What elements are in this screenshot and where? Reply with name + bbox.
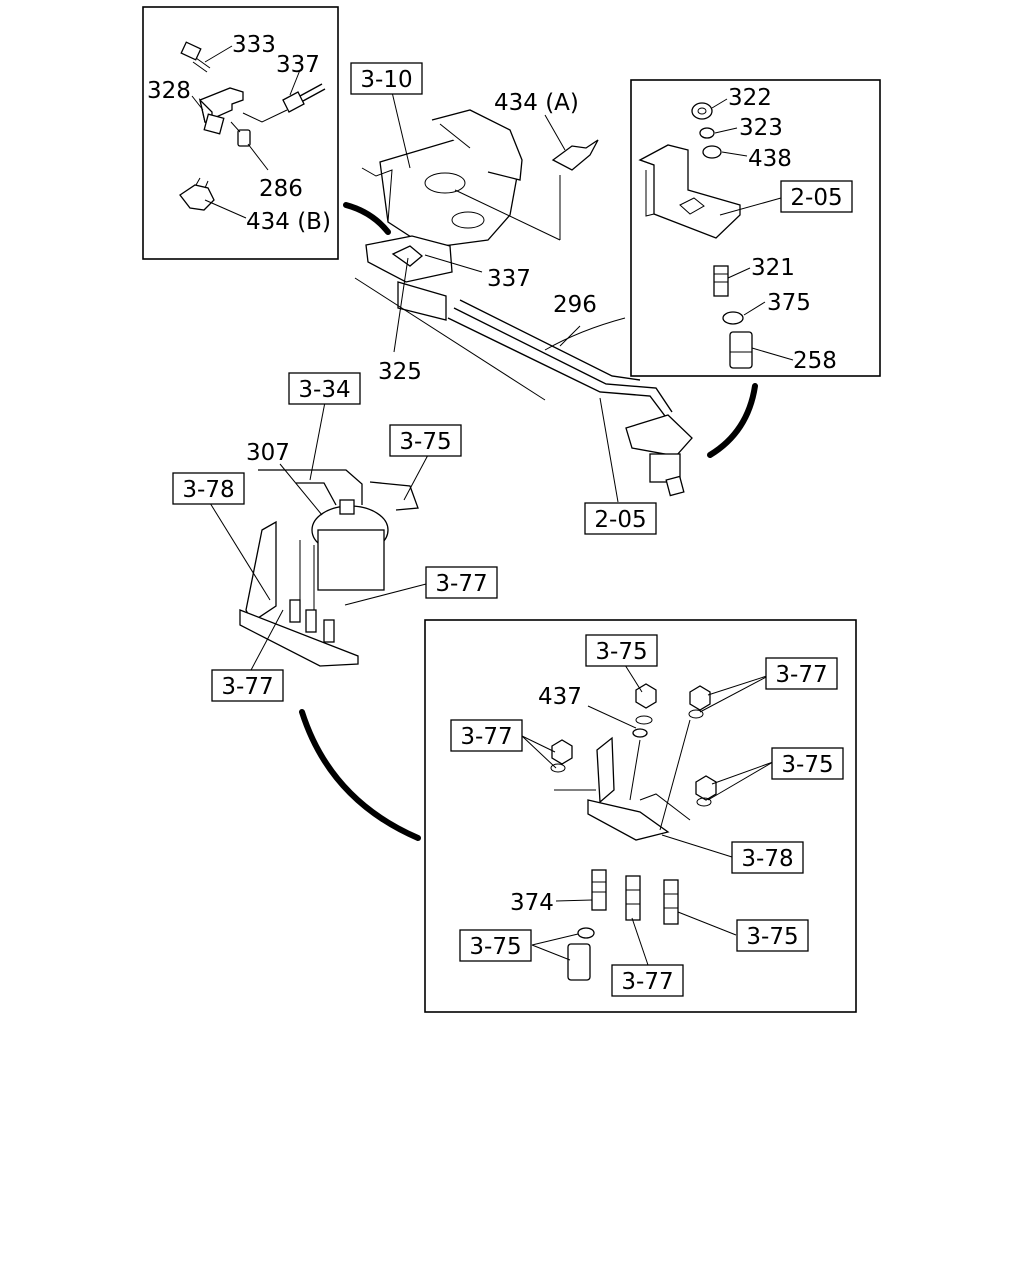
callout-434a: 434 (A) xyxy=(494,90,579,116)
coupler-375-drawing xyxy=(567,927,595,981)
callout-258: 258 xyxy=(793,348,837,374)
ref-box-2-05-top[interactable]: 2-05 xyxy=(780,180,853,213)
nut-375-right-drawing xyxy=(695,775,717,807)
ref-box-3-75-inset-coupler[interactable]: 3-75 xyxy=(459,929,532,962)
brake-pipes-drawing xyxy=(354,277,673,421)
ref-label-3-77-valve-right: 3-77 xyxy=(435,571,487,597)
ref-box-3-77-inset-right[interactable]: 3-77 xyxy=(765,657,838,690)
junction-block-drawing xyxy=(625,414,693,497)
ref-label-3-78-inset: 3-78 xyxy=(741,846,793,872)
ref-label-3-75-inset-top: 3-75 xyxy=(595,639,647,665)
ref-label-3-75-valve: 3-75 xyxy=(399,429,451,455)
connector-258-drawing xyxy=(729,331,753,369)
stud-374-drawing xyxy=(591,869,607,911)
pointer-arc-right xyxy=(707,383,758,458)
bracket-328-drawing xyxy=(198,87,244,135)
ref-label-3-77-inset-bottom: 3-77 xyxy=(621,969,673,995)
ref-box-3-75-inset-top[interactable]: 3-75 xyxy=(585,634,658,667)
bolt-333-drawing xyxy=(180,41,211,73)
mount-plate-378-drawing xyxy=(554,719,691,841)
pointer-arc-bottom xyxy=(299,709,421,841)
leader-lines xyxy=(191,45,794,966)
nut-375-top-drawing xyxy=(635,683,657,725)
bolt-286-drawing xyxy=(230,121,251,147)
ref-box-3-34[interactable]: 3-34 xyxy=(288,372,361,405)
ref-label-3-77-valve-left: 3-77 xyxy=(221,674,273,700)
bracket-205-drawing xyxy=(638,144,741,239)
ref-box-3-78-inset[interactable]: 3-78 xyxy=(731,841,804,874)
callout-438: 438 xyxy=(748,146,792,172)
callout-337-main: 337 xyxy=(487,266,531,292)
callout-434b: 434 (B) xyxy=(246,209,331,235)
callout-296: 296 xyxy=(553,292,597,318)
callout-374: 374 xyxy=(510,890,554,916)
ref-label-3-75-inset-coupler: 3-75 xyxy=(469,934,521,960)
callout-337-inset: 337 xyxy=(276,52,320,78)
ref-box-3-77-valve-left[interactable]: 3-77 xyxy=(211,669,284,702)
ref-label-3-75-inset-stud: 3-75 xyxy=(746,924,798,950)
clip-434a-drawing xyxy=(454,139,599,241)
clip-434b-drawing xyxy=(179,177,215,211)
ref-box-3-75-inset-right[interactable]: 3-75 xyxy=(771,747,844,780)
callout-286: 286 xyxy=(259,176,303,202)
ref-label-3-34: 3-34 xyxy=(298,377,350,403)
valve-assembly-drawing xyxy=(239,469,419,667)
sensor-337-drawing xyxy=(242,83,326,123)
callout-321: 321 xyxy=(751,255,795,281)
stud-377-drawing xyxy=(625,875,641,921)
fitting-321-drawing xyxy=(713,265,729,297)
ref-label-3-75-inset-right: 3-75 xyxy=(781,752,833,778)
callout-375: 375 xyxy=(767,290,811,316)
ref-label-3-10: 3-10 xyxy=(360,67,412,93)
seal-375-drawing xyxy=(722,311,744,325)
callout-333: 333 xyxy=(232,32,276,58)
callout-325: 325 xyxy=(378,359,422,385)
inset-bottom xyxy=(424,619,857,1013)
ref-box-3-77-inset-bottom[interactable]: 3-77 xyxy=(611,964,684,997)
ref-box-3-77-valve-right[interactable]: 3-77 xyxy=(425,566,498,599)
inset-top-right xyxy=(630,79,881,377)
callout-307: 307 xyxy=(246,440,290,466)
ref-box-3-77-inset-left[interactable]: 3-77 xyxy=(450,719,523,752)
callout-437: 437 xyxy=(538,684,582,710)
washer-438-drawing xyxy=(702,145,722,159)
callout-322: 322 xyxy=(728,85,772,111)
callout-323: 323 xyxy=(739,115,783,141)
ref-box-3-78-valve[interactable]: 3-78 xyxy=(172,472,245,505)
stud-375-drawing xyxy=(663,879,679,925)
washer-323-drawing xyxy=(699,127,715,139)
nut-377-right-drawing xyxy=(688,685,711,719)
sensor-bracket-325-drawing xyxy=(365,235,453,321)
ref-label-3-78-valve: 3-78 xyxy=(182,477,234,503)
ref-box-3-75-valve[interactable]: 3-75 xyxy=(389,424,462,457)
ref-label-3-77-inset-left: 3-77 xyxy=(460,724,512,750)
mounting-bracket-310-drawing xyxy=(361,109,523,249)
ref-label-3-77-inset-right: 3-77 xyxy=(775,662,827,688)
ref-box-2-05-lower[interactable]: 2-05 xyxy=(584,502,657,535)
pointer-arc-top-left xyxy=(343,202,391,235)
ref-label-2-05-lower: 2-05 xyxy=(594,507,646,533)
ref-label-2-05-top: 2-05 xyxy=(790,185,842,211)
callout-328: 328 xyxy=(147,78,191,104)
nut-377-left-drawing xyxy=(550,739,573,773)
ref-box-3-10[interactable]: 3-10 xyxy=(350,62,423,95)
nut-322-drawing xyxy=(691,102,713,120)
washer-437-drawing xyxy=(632,728,648,738)
ref-box-3-75-inset-stud[interactable]: 3-75 xyxy=(736,919,809,952)
inset-top-left xyxy=(142,6,339,260)
